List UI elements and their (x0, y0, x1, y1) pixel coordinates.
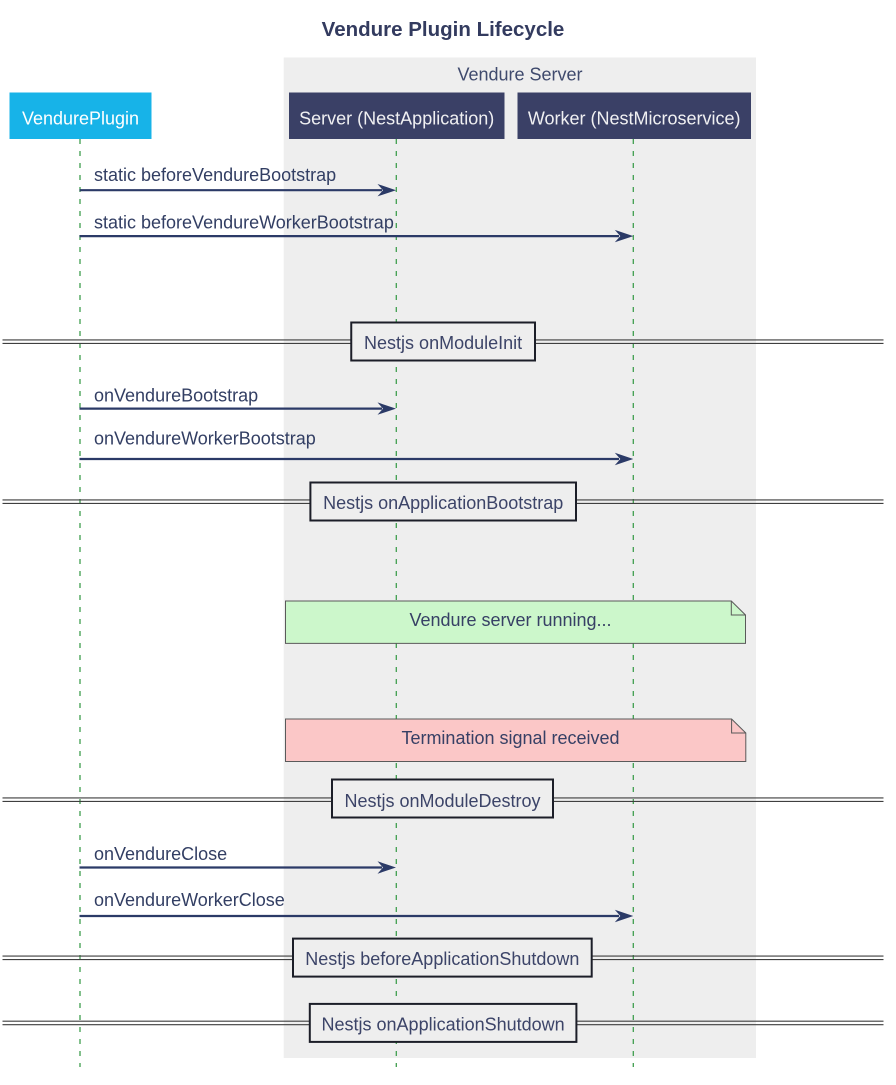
svg-text:VendurePlugin: VendurePlugin (22, 109, 139, 129)
svg-text:Nestjs onModuleInit: Nestjs onModuleInit (364, 333, 522, 353)
svg-text:onVendureWorkerBootstrap: onVendureWorkerBootstrap (94, 429, 316, 449)
svg-text:Nestjs onApplicationShutdown: Nestjs onApplicationShutdown (322, 1014, 565, 1034)
svg-text:Vendure Server: Vendure Server (457, 65, 582, 85)
svg-text:Nestjs onModuleDestroy: Nestjs onModuleDestroy (344, 791, 540, 811)
svg-text:Worker (NestMicroservice): Worker (NestMicroservice) (528, 109, 741, 129)
svg-text:Nestjs beforeApplicationShutdo: Nestjs beforeApplicationShutdown (305, 949, 579, 969)
svg-text:onVendureBootstrap: onVendureBootstrap (94, 386, 258, 406)
svg-text:static beforeVendureWorkerBoot: static beforeVendureWorkerBootstrap (94, 213, 394, 233)
svg-text:Termination signal received: Termination signal received (401, 728, 619, 748)
svg-text:static beforeVendureBootstrap: static beforeVendureBootstrap (94, 165, 336, 185)
svg-text:Nestjs onApplicationBootstrap: Nestjs onApplicationBootstrap (323, 493, 563, 513)
svg-text:Vendure server running...: Vendure server running... (409, 610, 611, 630)
svg-text:Vendure Plugin Lifecycle: Vendure Plugin Lifecycle (322, 18, 565, 41)
svg-text:onVendureWorkerClose: onVendureWorkerClose (94, 890, 285, 910)
svg-text:onVendureClose: onVendureClose (94, 844, 227, 864)
svg-text:Server (NestApplication): Server (NestApplication) (299, 109, 494, 129)
